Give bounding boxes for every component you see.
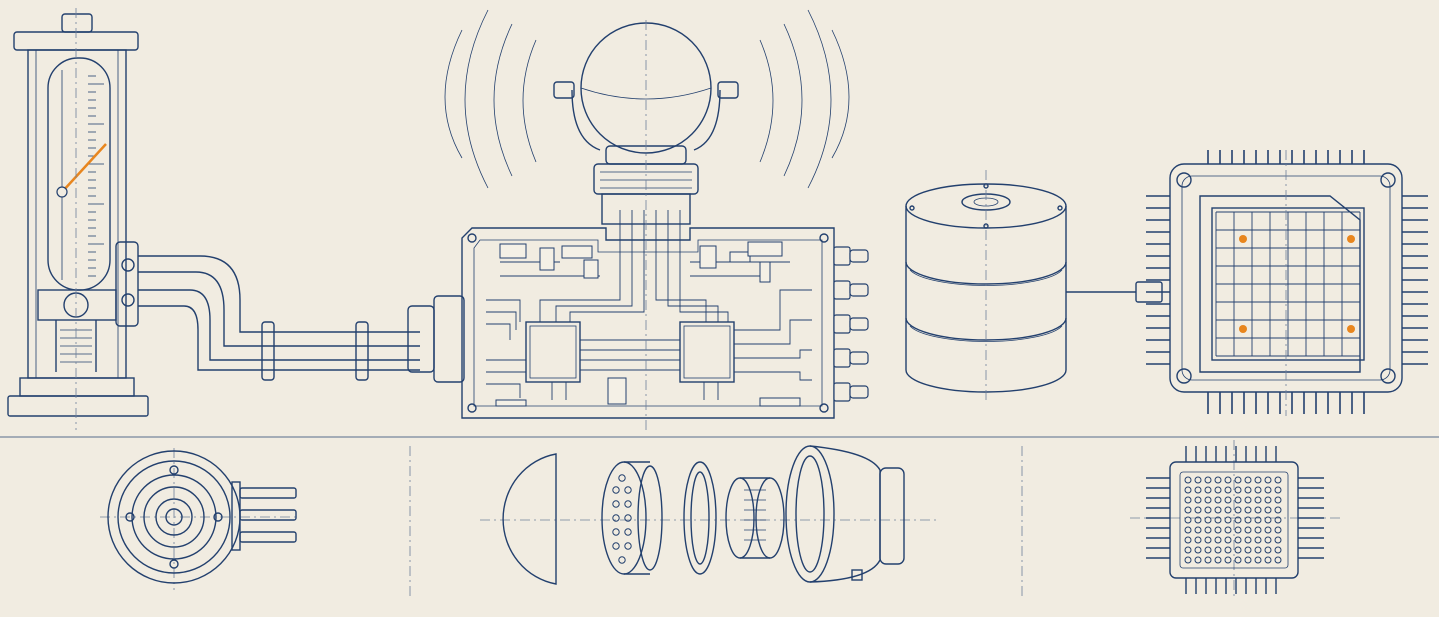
storage-cylinder <box>905 183 1163 393</box>
circuit-chip-right <box>679 321 735 383</box>
side-connectors <box>833 246 869 402</box>
threaded-sleeve <box>725 477 785 559</box>
chip-bottom-view <box>1130 440 1340 600</box>
housing-cup <box>785 445 905 583</box>
pressure-gauge-column <box>7 13 149 417</box>
sound-waves <box>444 9 850 189</box>
circuit-traces <box>486 210 812 407</box>
gauge-scale <box>88 75 104 277</box>
highlight-dot <box>1347 325 1355 333</box>
ring-part <box>683 461 717 575</box>
circuit-enclosure <box>461 210 869 419</box>
chip-die-grid <box>1215 211 1361 357</box>
centerlines <box>75 8 1287 600</box>
capsule-disc <box>601 461 663 575</box>
highlight-dot <box>1347 235 1355 243</box>
chip-bottom-ball-grid <box>1184 476 1282 564</box>
chip-bottom-pins <box>1146 446 1324 594</box>
highlight-dot <box>1239 235 1247 243</box>
chip-pins <box>1146 150 1428 414</box>
gauge-end-view <box>100 448 300 590</box>
microphone-exploded-view <box>480 445 940 585</box>
gauge-needle <box>61 143 107 193</box>
pipe-bundle <box>138 255 465 383</box>
processor-chip <box>1146 150 1428 414</box>
highlight-dot <box>1239 325 1247 333</box>
circuit-chip-left <box>525 321 581 383</box>
